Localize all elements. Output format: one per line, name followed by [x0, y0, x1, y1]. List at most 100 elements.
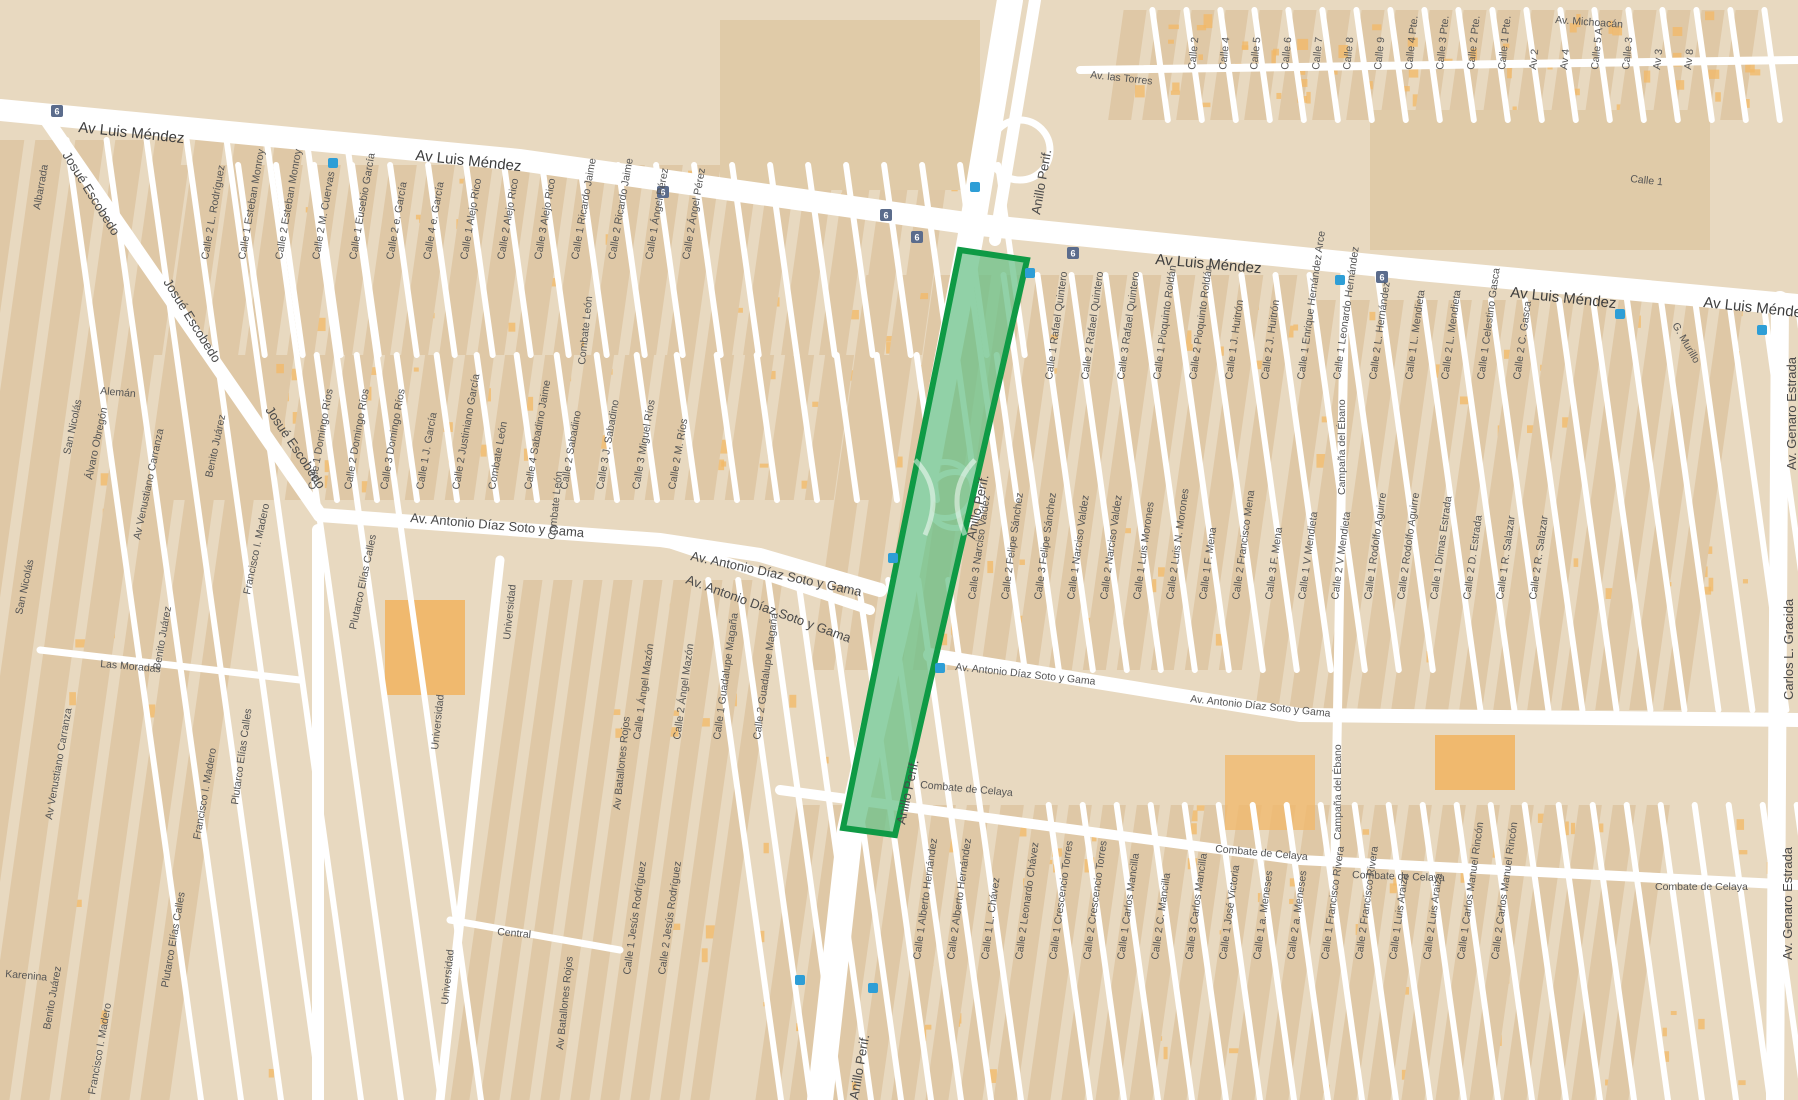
- minor-street: [273, 162, 306, 358]
- svg-text:6: 6: [54, 107, 59, 117]
- minor-street: [1421, 7, 1443, 123]
- label-universidad-mid: Universidad: [429, 694, 447, 751]
- lot-orange-center: [1225, 755, 1315, 830]
- svg-text:6: 6: [914, 233, 919, 243]
- building: [1018, 823, 1027, 837]
- label-aleman: Alemán: [100, 385, 137, 400]
- building: [759, 463, 769, 468]
- building: [1407, 37, 1418, 47]
- minor-street: [1455, 7, 1477, 123]
- minor-street: [1272, 272, 1334, 673]
- city-block: [401, 165, 455, 355]
- city-block: [946, 275, 1026, 670]
- city-block: [1082, 275, 1162, 670]
- building: [1708, 577, 1714, 592]
- minor-street: [1149, 7, 1171, 123]
- transit-stop-icon[interactable]: [1335, 275, 1345, 285]
- city-block: [60, 140, 225, 1100]
- minor-street: [1657, 802, 1705, 1100]
- city-block: [20, 140, 185, 1100]
- building: [1188, 823, 1197, 835]
- building: [1256, 360, 1267, 370]
- minor-street: [577, 162, 610, 358]
- building: [1306, 91, 1311, 104]
- building: [1389, 883, 1398, 894]
- road-av-antonio-diaz-west[interactable]: [313, 508, 887, 597]
- building: [1739, 850, 1748, 855]
- city-block: [1150, 275, 1230, 670]
- transit-stop-icon[interactable]: [795, 975, 805, 985]
- transit-stop-icon[interactable]: [1025, 268, 1035, 278]
- city-block: [325, 165, 379, 355]
- building: [1297, 38, 1309, 50]
- label-av-michoacan: Av. Michoacán: [1555, 14, 1624, 31]
- calle-label: Calle 7: [1310, 36, 1325, 70]
- building: [100, 473, 112, 486]
- road-las-moradas[interactable]: [36, 646, 304, 684]
- building: [736, 307, 743, 313]
- minor-street: [1102, 272, 1164, 673]
- city-block: [660, 580, 753, 1100]
- city-block: [1459, 300, 1540, 710]
- building: [769, 370, 776, 380]
- building: [1321, 416, 1330, 423]
- minor-street: [1658, 297, 1722, 713]
- calle-label: Calle 1 Pte.: [1496, 15, 1514, 70]
- transit-stop-icon[interactable]: [888, 553, 898, 563]
- city-block: [1357, 300, 1438, 710]
- minor-street: [843, 162, 876, 358]
- road-av-antonio-diaz-branch[interactable]: [655, 535, 875, 615]
- building: [670, 710, 680, 716]
- minor-street: [945, 577, 1024, 1100]
- city-block: [630, 580, 723, 1100]
- minor-street: [1351, 802, 1399, 1100]
- building: [670, 727, 679, 737]
- transit-stop-icon[interactable]: [970, 182, 980, 192]
- minor-street: [1691, 802, 1739, 1100]
- transit-stop-icon[interactable]: [328, 158, 338, 168]
- building: [852, 1081, 857, 1091]
- label-karenina: Karenina: [5, 968, 48, 984]
- transit-stop-icon[interactable]: [868, 983, 878, 993]
- minor-street: [1251, 7, 1273, 123]
- minor-street: [633, 352, 660, 503]
- building: [1049, 334, 1058, 340]
- road-universidad[interactable]: [435, 555, 505, 1100]
- city-block: [591, 165, 645, 355]
- transit-stop-icon[interactable]: [935, 663, 945, 673]
- city-blocks: [0, 10, 1785, 1100]
- calle-label: Av 4: [1558, 48, 1572, 70]
- road-av-las-torres[interactable]: [1076, 56, 1798, 74]
- road-josue-escobedo[interactable]: [33, 103, 327, 522]
- city-block: [553, 165, 607, 355]
- minor-street: [1387, 7, 1409, 123]
- building: [1562, 417, 1572, 428]
- road-campana-del-ebano[interactable]: [1330, 265, 1350, 865]
- city-block: [1255, 300, 1336, 710]
- minor-street: [673, 352, 700, 503]
- building: [72, 899, 82, 907]
- highlight-area-polygon[interactable]: [839, 246, 1031, 839]
- minor-street: [1623, 802, 1671, 1100]
- road-central[interactable]: [446, 916, 624, 954]
- building: [1715, 92, 1721, 102]
- building: [148, 704, 156, 718]
- building: [1605, 588, 1613, 599]
- city-block: [477, 165, 531, 355]
- road-av-antonio-diaz-east[interactable]: [923, 648, 1798, 727]
- building: [1229, 1048, 1239, 1054]
- city-block: [959, 805, 1024, 1100]
- transit-stop-icon[interactable]: [1615, 309, 1625, 319]
- building: [1698, 1018, 1705, 1030]
- building: [413, 367, 419, 372]
- city-block: [0, 140, 145, 1100]
- building: [1744, 99, 1750, 108]
- label-campana-del-ebano-north: Campaña del Ébano: [1335, 399, 1348, 495]
- building: [1203, 14, 1213, 29]
- building: [75, 639, 87, 648]
- transit-stop-icon[interactable]: [1757, 325, 1767, 335]
- label-central: Central: [497, 926, 532, 941]
- minor-street: [1238, 272, 1300, 673]
